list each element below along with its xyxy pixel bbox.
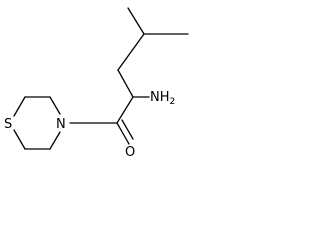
- bond-alpha-ch2: [117, 69, 134, 98]
- nitrogen-atom-label: N: [56, 117, 66, 132]
- bond-ch2-ch: [117, 33, 145, 71]
- bond-c2-n: [49, 96, 61, 115]
- bond-carbonyl-oxygen-double: [121, 119, 134, 140]
- bond-carbonyl-oxygen: [116, 122, 130, 145]
- amine-subscript-label: 2: [170, 97, 176, 107]
- oxygen-atom-label: O: [125, 145, 135, 160]
- bond-carbonyl-alpha: [116, 96, 134, 124]
- amine-group-label: NH2: [150, 90, 175, 107]
- bond-ch-methyl-top: [127, 7, 145, 35]
- bond-s-c1: [13, 96, 26, 117]
- side-chain: [69, 7, 189, 145]
- bond-n-c3: [49, 131, 61, 150]
- thiomorpholine-ring: [13, 96, 61, 150]
- bond-c4-s: [13, 129, 26, 150]
- amine-main-label: NH: [150, 90, 170, 105]
- chemical-structure: S N O NH2: [4, 7, 189, 160]
- sulfur-atom-label: S: [4, 117, 12, 132]
